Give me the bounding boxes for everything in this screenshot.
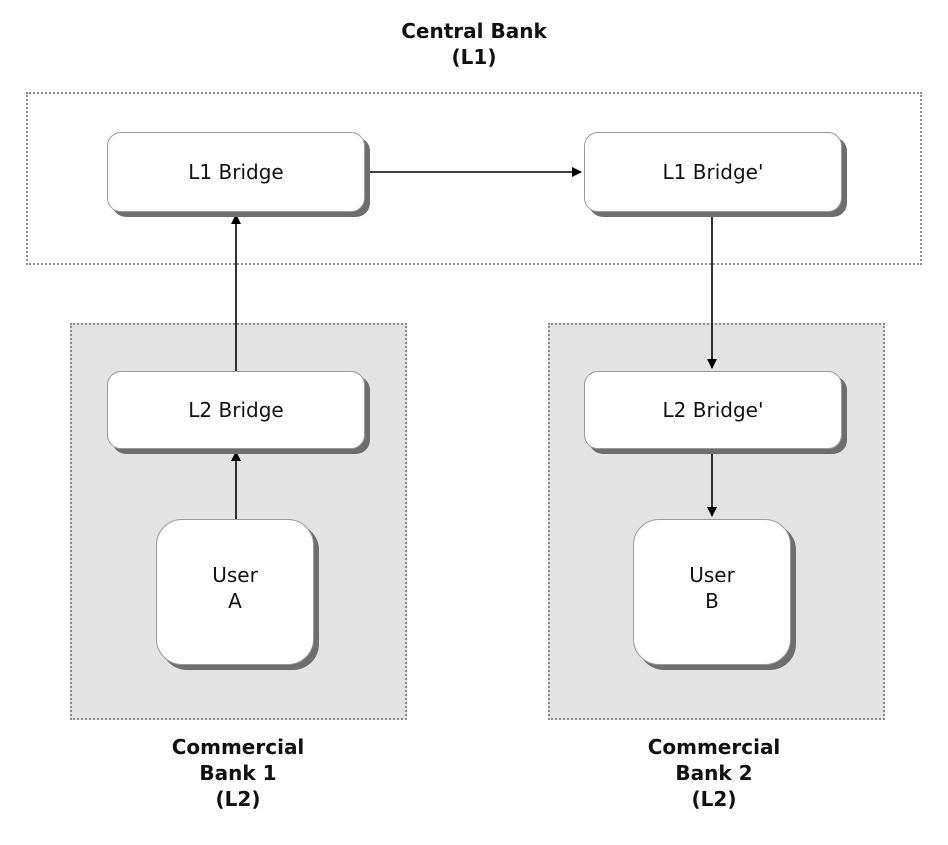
- user-b-node: User B: [633, 519, 791, 665]
- l1-bridge-label: L1 Bridge: [188, 160, 284, 184]
- commercial-bank-2-title-line2: Bank 2: [675, 761, 753, 785]
- central-bank-title: Central Bank (L1): [374, 18, 574, 70]
- commercial-bank-2-title-line3: (L2): [691, 787, 737, 811]
- central-bank-title-line1: Central Bank: [401, 19, 547, 43]
- l2-bridge-prime-label: L2 Bridge': [662, 398, 764, 422]
- commercial-bank-1-title-line3: (L2): [215, 787, 261, 811]
- user-b-label-line2: B: [705, 589, 719, 613]
- user-a-label-line2: A: [228, 589, 242, 613]
- commercial-bank-1-title: Commercial Bank 1 (L2): [138, 734, 338, 812]
- user-a-node: User A: [156, 519, 314, 665]
- user-a-label-line1: User: [212, 563, 258, 587]
- user-b-label-line1: User: [689, 563, 735, 587]
- commercial-bank-1-title-line2: Bank 1: [199, 761, 277, 785]
- l2-bridge-label: L2 Bridge: [188, 398, 284, 422]
- l1-bridge-prime-label: L1 Bridge': [662, 160, 764, 184]
- commercial-bank-2-title-line1: Commercial: [647, 735, 781, 759]
- commercial-bank-1-title-line1: Commercial: [171, 735, 305, 759]
- commercial-bank-2-title: Commercial Bank 2 (L2): [614, 734, 814, 812]
- central-bank-title-line2: (L1): [451, 45, 497, 69]
- l2-bridge-node: L2 Bridge: [107, 371, 365, 449]
- l1-bridge-prime-node: L1 Bridge': [584, 132, 842, 212]
- l2-bridge-prime-node: L2 Bridge': [584, 371, 842, 449]
- l1-bridge-node: L1 Bridge: [107, 132, 365, 212]
